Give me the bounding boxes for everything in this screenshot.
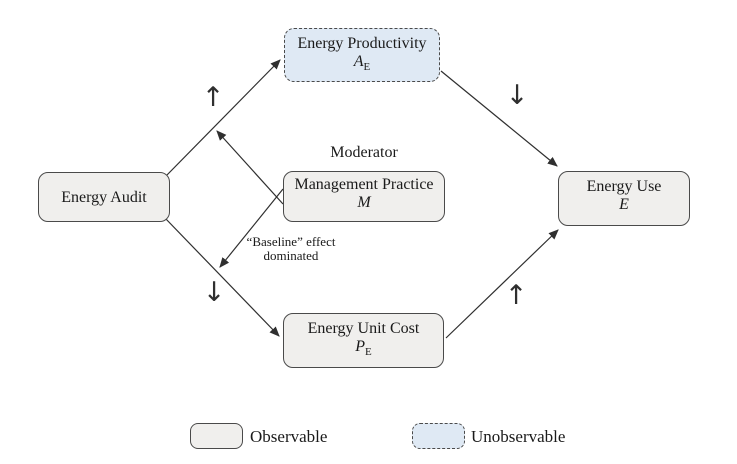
node-energy-use: Energy Use E (558, 171, 690, 226)
node-symbol: AE (353, 52, 371, 74)
edge-productivity-to-use (440, 70, 558, 167)
node-symbol: PE (355, 338, 372, 359)
moderator-annotation: Moderator (330, 144, 398, 161)
node-symbol: M (357, 194, 371, 212)
decrease-arrow-icon: ↓ (505, 80, 529, 111)
node-management-practice: Management Practice M (283, 171, 445, 222)
node-label: Management Practice (294, 176, 434, 194)
node-label: Energy Productivity (297, 34, 427, 52)
legend-observable-label: Observable (250, 427, 328, 446)
node-energy-productivity: Energy Productivity AE (284, 28, 440, 82)
node-energy-audit: Energy Audit (38, 172, 170, 222)
decrease-arrow-icon: ↓ (202, 277, 226, 308)
legend-unobservable-label: Unobservable (471, 427, 566, 446)
node-energy-unit-cost: Energy Unit Cost PE (283, 313, 444, 368)
edge-unit-cost-to-use (445, 229, 559, 339)
baseline-effect-line2: dominated (263, 248, 319, 263)
node-symbol: E (619, 196, 629, 214)
baseline-effect-annotation: “Baseline” effect dominated (221, 235, 361, 263)
node-label: Energy Use (586, 178, 662, 196)
legend-observable-swatch (190, 423, 243, 449)
node-label: Energy Unit Cost (307, 320, 420, 338)
increase-arrow-icon: ↑ (504, 280, 528, 311)
node-label: Energy Audit (61, 188, 147, 206)
baseline-effect-line1: “Baseline” effect (246, 234, 336, 249)
edge-moderator-to-upper-path (216, 130, 284, 205)
edge-moderator-to-lower-path (219, 188, 284, 268)
edge-audit-to-unit-cost (164, 217, 280, 337)
edge-audit-to-productivity (165, 59, 281, 177)
increase-arrow-icon: ↑ (201, 82, 225, 113)
legend-unobservable-swatch (412, 423, 465, 449)
